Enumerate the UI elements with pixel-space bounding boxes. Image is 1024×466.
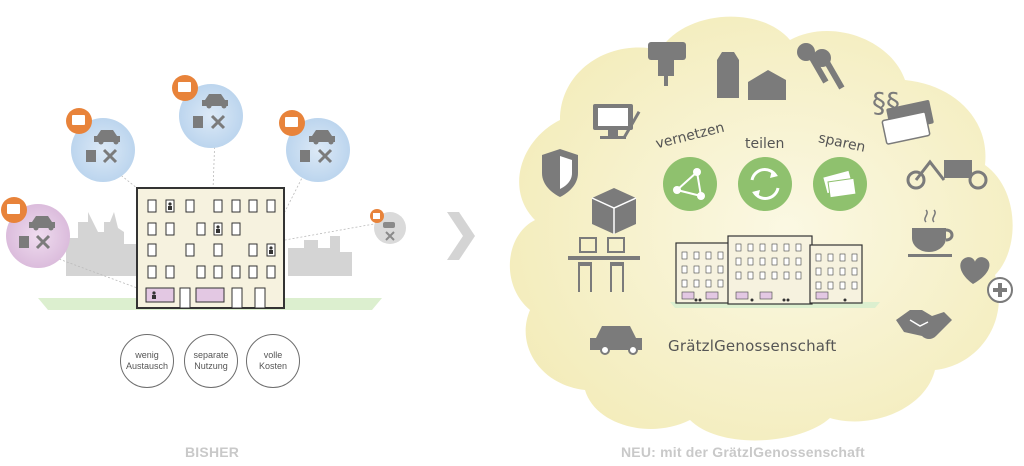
cargo-bike-icon [906,159,988,190]
teilen-circle [738,157,792,211]
tool-icon [648,42,686,86]
sparen-circle [813,157,867,211]
label-wenig-austausch-text: wenig Austausch [125,350,169,371]
new-buildings [670,235,880,308]
household-bubble-2 [172,75,243,148]
city-silhouette [66,212,352,276]
household-bubble-4 [1,197,70,268]
computer-icon [593,104,641,139]
handshake-icon [896,310,952,339]
groceries-icon [717,52,786,100]
health-icon [960,257,1013,303]
household-bubble-1 [66,108,135,182]
label-volle-kosten-text: volle Kosten [258,350,288,371]
label-volle-kosten: volle Kosten [246,334,300,388]
verb-teilen: teilen [745,136,785,152]
label-wenig-austausch: wenig Austausch [120,334,174,388]
chevron-right-icon [447,212,475,260]
household-bubble-3 [279,110,350,182]
label-separate-nutzung: separate Nutzung [184,334,238,388]
caption-neu: NEU: mit der GrätzlGenossenschaft [621,444,865,460]
parcel-icon [591,188,637,234]
vernetzen-circle [663,157,717,211]
brand-name: GrätzlGenossenschaft [668,337,837,355]
coffee-icon [908,209,954,257]
workspace-icon [568,237,640,292]
car-icon [590,326,642,355]
keys-icon [797,43,845,90]
shield-icon [542,149,578,197]
paragraph-money-icon: §§ [872,86,934,145]
caption-bisher: BISHER [185,444,240,460]
label-separate-nutzung-text: separate Nutzung [193,350,229,371]
old-building [136,187,285,309]
household-bubble-5 [370,209,406,244]
